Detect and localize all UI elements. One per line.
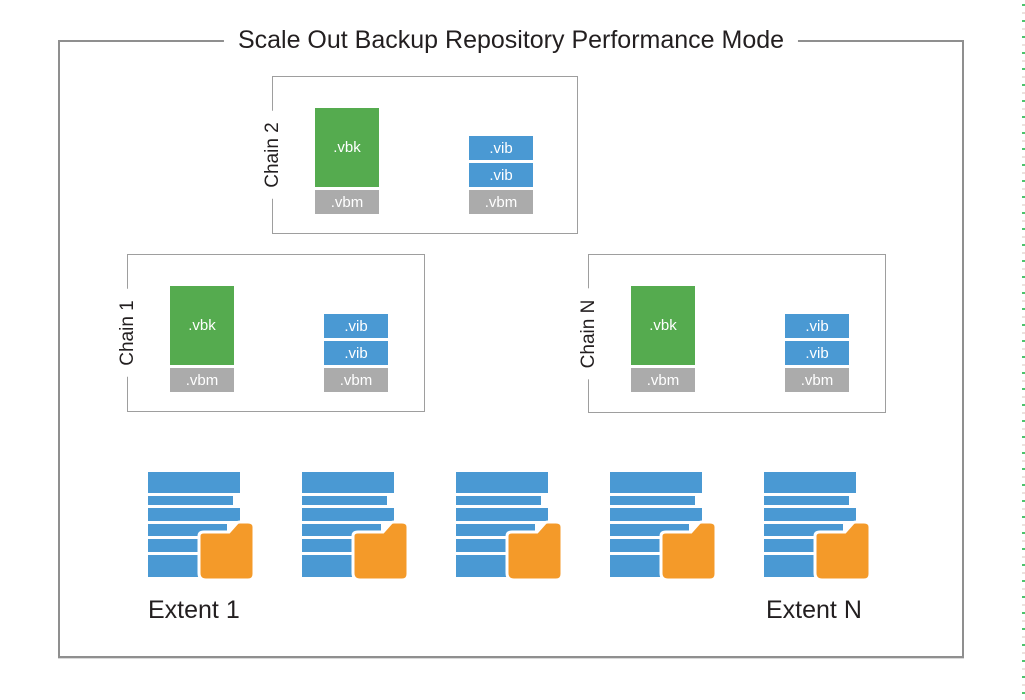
chain-box-1: Chain 1 .vbk .vbm .vib .vib .vbm	[117, 254, 425, 412]
vib-block: .vib	[324, 314, 388, 338]
disk-bar	[764, 508, 856, 521]
disk-bar	[456, 496, 541, 505]
vbm-block: .vbm	[469, 190, 533, 214]
extent-storage-icon	[148, 472, 258, 584]
vbk-block: .vbk	[631, 286, 695, 365]
disk-bar	[456, 508, 548, 521]
vbm-block: .vbm	[170, 368, 234, 392]
extent-storage-icon	[764, 472, 874, 584]
diagram-title: Scale Out Backup Repository Performance …	[223, 25, 799, 55]
extent-first-label: Extent 1	[148, 596, 240, 624]
chain-label: Chain 2	[262, 111, 284, 199]
disk-bar	[610, 472, 702, 493]
page-edge-dots	[1022, 4, 1025, 700]
disk-bar	[302, 508, 394, 521]
vib-block: .vib	[469, 136, 533, 160]
disk-bar	[302, 496, 387, 505]
disk-bar	[148, 508, 240, 521]
folder-icon	[659, 520, 718, 582]
folder-icon	[351, 520, 410, 582]
chain-label: Chain 1	[117, 289, 139, 377]
disk-bar	[302, 472, 394, 493]
chain-label: Chain N	[578, 288, 600, 379]
extent-last-label: Extent N	[766, 596, 862, 624]
chain-box-2: Chain 2 .vbk .vbm .vib .vib .vbm	[262, 76, 578, 234]
vib-block: .vib	[785, 314, 849, 338]
disk-bar	[610, 496, 695, 505]
repository-frame: Scale Out Backup Repository Performance …	[58, 25, 964, 658]
folder-icon	[813, 520, 872, 582]
folder-icon	[197, 520, 256, 582]
vbm-block: .vbm	[315, 190, 379, 214]
vib-block: .vib	[324, 341, 388, 365]
vbm-block: .vbm	[631, 368, 695, 392]
disk-bar	[764, 472, 856, 493]
disk-bar	[610, 508, 702, 521]
extent-storage-icon	[610, 472, 720, 584]
disk-bar	[764, 496, 849, 505]
vbm-block: .vbm	[785, 368, 849, 392]
vib-block: .vib	[785, 341, 849, 365]
chain-box-n: Chain N .vbk .vbm .vib .vib .vbm	[578, 254, 886, 413]
extent-storage-icon	[456, 472, 566, 584]
disk-bar	[148, 472, 240, 493]
vbk-block: .vbk	[315, 108, 379, 187]
vbk-block: .vbk	[170, 286, 234, 365]
disk-bar	[456, 472, 548, 493]
folder-icon	[505, 520, 564, 582]
extent-storage-icon	[302, 472, 412, 584]
vbm-block: .vbm	[324, 368, 388, 392]
disk-bar	[148, 496, 233, 505]
vib-block: .vib	[469, 163, 533, 187]
